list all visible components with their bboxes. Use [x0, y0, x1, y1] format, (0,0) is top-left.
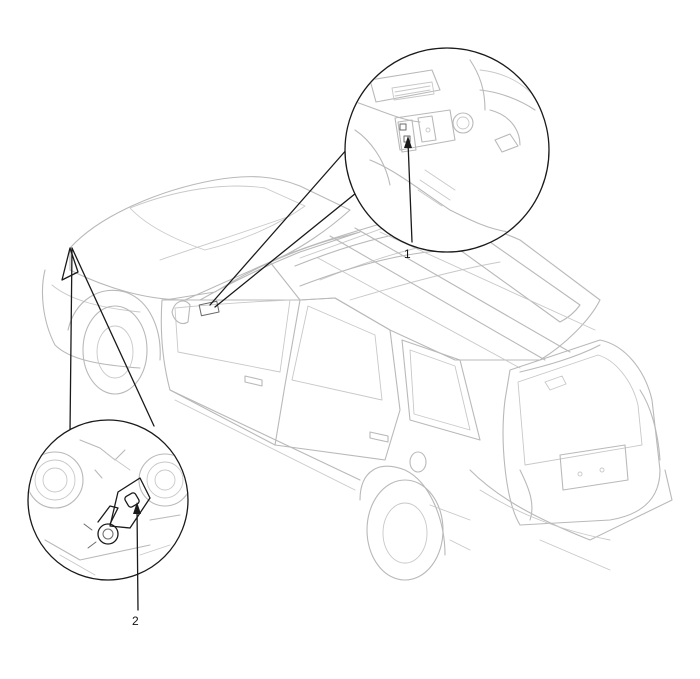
- detail-view-fuel-switch: 2: [27, 247, 189, 628]
- vehicle-outline: [41, 176, 673, 581]
- detail-view-dash-switch: 1: [209, 47, 550, 308]
- callout-label-2: 2: [132, 614, 139, 628]
- callout-label-1: 1: [404, 247, 411, 261]
